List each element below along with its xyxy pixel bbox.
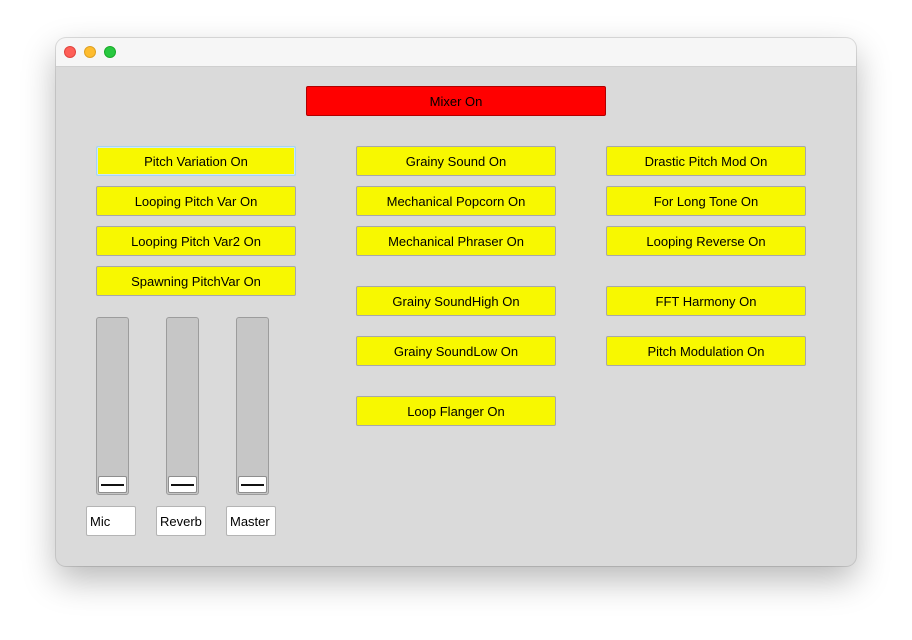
mic-label: Mic [86,506,136,536]
grainy-soundhigh-button[interactable]: Grainy SoundHigh On [356,286,556,316]
zoom-window-button[interactable] [104,46,116,58]
grainy-soundlow-button[interactable]: Grainy SoundLow On [356,336,556,366]
mechanical-phraser-button[interactable]: Mechanical Phraser On [356,226,556,256]
fft-harmony-button[interactable]: FFT Harmony On [606,286,806,316]
slider-thumb[interactable] [98,476,127,493]
spawning-pitchvar-button[interactable]: Spawning PitchVar On [96,266,296,296]
master-volume-slider[interactable] [236,317,269,495]
mechanical-popcorn-button[interactable]: Mechanical Popcorn On [356,186,556,216]
app-window: Mixer On Pitch Variation On Looping Pitc… [56,38,856,566]
looping-reverse-button[interactable]: Looping Reverse On [606,226,806,256]
master-label: Master [226,506,276,536]
drastic-pitch-mod-button[interactable]: Drastic Pitch Mod On [606,146,806,176]
loop-flanger-button[interactable]: Loop Flanger On [356,396,556,426]
slider-thumb[interactable] [238,476,267,493]
for-long-tone-button[interactable]: For Long Tone On [606,186,806,216]
slider-thumb[interactable] [168,476,197,493]
pitch-modulation-button[interactable]: Pitch Modulation On [606,336,806,366]
reverb-label: Reverb [156,506,206,536]
mic-volume-slider[interactable] [96,317,129,495]
reverb-volume-slider[interactable] [166,317,199,495]
looping-pitch-var-button[interactable]: Looping Pitch Var On [96,186,296,216]
pitch-variation-button[interactable]: Pitch Variation On [96,146,296,176]
close-window-button[interactable] [64,46,76,58]
minimize-window-button[interactable] [84,46,96,58]
mixer-toggle-button[interactable]: Mixer On [306,86,606,116]
title-bar [56,38,856,67]
looping-pitch-var2-button[interactable]: Looping Pitch Var2 On [96,226,296,256]
grainy-sound-button[interactable]: Grainy Sound On [356,146,556,176]
